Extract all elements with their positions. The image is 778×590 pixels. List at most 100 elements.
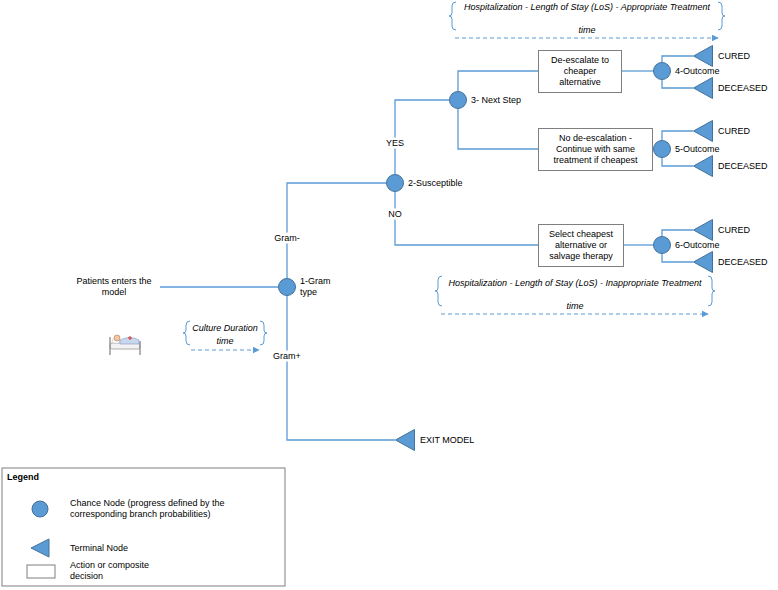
branch-line <box>662 56 693 62</box>
red-cross <box>128 336 132 340</box>
branch-line <box>624 244 653 245</box>
terminal-node: CURED <box>693 45 713 67</box>
branch-line <box>662 230 693 236</box>
time-label: time <box>205 336 245 347</box>
branch-line <box>395 192 538 245</box>
chance-node: 1-Gram type <box>278 278 296 296</box>
legend-text: Action or composite decision <box>70 560 170 582</box>
legend-text: Terminal Node <box>70 543 270 554</box>
node-label: 5-Outcome <box>675 144 720 155</box>
terminal-node: EXIT MODEL <box>395 429 415 451</box>
terminal-triangle <box>693 155 713 177</box>
branch-label: Gram+ <box>271 351 303 362</box>
branch-line <box>287 183 386 278</box>
terminal-triangle-shape <box>694 156 713 177</box>
time-arrow <box>441 314 708 315</box>
start-text: Patients enters the model <box>68 276 160 298</box>
node-label: CURED <box>718 225 750 236</box>
node-label: 2-Susceptible <box>408 178 463 189</box>
action-box: De-escalate to cheaper alternative <box>538 50 622 93</box>
legend-entry: Action or composite decision <box>70 560 170 582</box>
node-label: EXIT MODEL <box>420 435 474 446</box>
brace <box>718 2 725 30</box>
brace <box>449 2 456 30</box>
bracket-label: Culture Duration <box>188 323 262 334</box>
terminal-triangle-shape <box>694 121 713 142</box>
action-box-sample <box>27 565 55 578</box>
terminal-node: CURED <box>693 219 713 241</box>
chance-circle <box>386 174 404 192</box>
legend-entry: Terminal Node <box>70 543 270 554</box>
chance-node: 3- Next Step <box>449 91 467 109</box>
branch-line <box>287 296 395 440</box>
chance-circle <box>278 278 296 296</box>
action-text: Select cheapest alternative or salvage t… <box>542 229 620 262</box>
branch-label: Gram- <box>272 233 302 244</box>
chance-circle-shape <box>654 141 671 158</box>
node-label: 3- Next Step <box>471 95 521 106</box>
node-label: DECEASED <box>718 161 768 172</box>
legend-text: Chance Node (progress defined by the cor… <box>70 498 270 520</box>
chance-circle-shape <box>654 63 671 80</box>
chance-circle <box>653 236 671 254</box>
action-text: De-escalate to cheaper alternative <box>542 55 618 88</box>
bed-frame <box>139 341 140 355</box>
branch-line <box>662 158 693 166</box>
terminal-triangle-shape <box>694 220 713 241</box>
time-label: time <box>555 301 595 312</box>
branch-line <box>458 71 538 91</box>
terminal-node: DECEASED <box>693 77 713 99</box>
brace <box>183 321 190 345</box>
time-label: time <box>567 25 607 36</box>
brace <box>260 321 267 345</box>
action-box: No de-escalation - Continue with same tr… <box>538 128 653 171</box>
terminal-triangle-shape <box>396 430 415 451</box>
legend-frame <box>2 468 285 586</box>
chance-circle-shape <box>279 279 296 296</box>
terminal-triangle <box>693 251 713 273</box>
node-label: DECEASED <box>718 257 768 268</box>
chance-node: 2-Susceptible <box>386 174 404 192</box>
terminal-triangle-shape <box>694 46 713 67</box>
bracket-label: Hospitalization - Length of Stay (LoS) -… <box>462 2 712 13</box>
bed-frame <box>109 337 110 355</box>
branch-line <box>160 286 278 287</box>
branch-label: NO <box>386 209 404 220</box>
terminal-triangle <box>693 120 713 142</box>
legend-title: Legend <box>7 472 87 483</box>
chance-circle <box>653 62 671 80</box>
action-text: No de-escalation - Continue with same tr… <box>542 133 649 166</box>
patient-head <box>114 335 120 341</box>
terminal-node: CURED <box>693 120 713 142</box>
terminal-triangle <box>693 45 713 67</box>
time-bracket <box>435 276 715 314</box>
time-arrow <box>191 350 259 351</box>
time-bracket <box>183 321 267 350</box>
chance-node: 6-Outcome <box>653 236 671 254</box>
branch-label: YES <box>384 137 406 148</box>
chance-node: 5-Outcome <box>653 140 671 158</box>
legend-entry: Chance Node (progress defined by the cor… <box>70 498 270 520</box>
branch-line <box>662 131 693 140</box>
time-arrow <box>455 38 718 39</box>
terminal-triangle <box>395 429 415 451</box>
chance-circle-shape <box>450 92 467 109</box>
chance-node-sample <box>32 501 48 517</box>
terminal-triangle <box>693 219 713 241</box>
time-bracket <box>449 2 725 38</box>
chance-circle <box>449 91 467 109</box>
chance-circle <box>653 140 671 158</box>
terminal-triangle-shape <box>694 78 713 99</box>
node-label: 1-Gram type <box>300 276 334 298</box>
branch-line <box>622 70 653 71</box>
terminal-triangle <box>693 77 713 99</box>
brace <box>435 276 442 306</box>
node-label: CURED <box>718 126 750 137</box>
branch-line <box>662 80 693 88</box>
terminal-triangle-shape <box>694 252 713 273</box>
legend-box <box>2 468 285 586</box>
node-label: DECEASED <box>718 83 768 94</box>
branch-line <box>458 109 538 149</box>
terminal-node-sample <box>31 539 49 557</box>
